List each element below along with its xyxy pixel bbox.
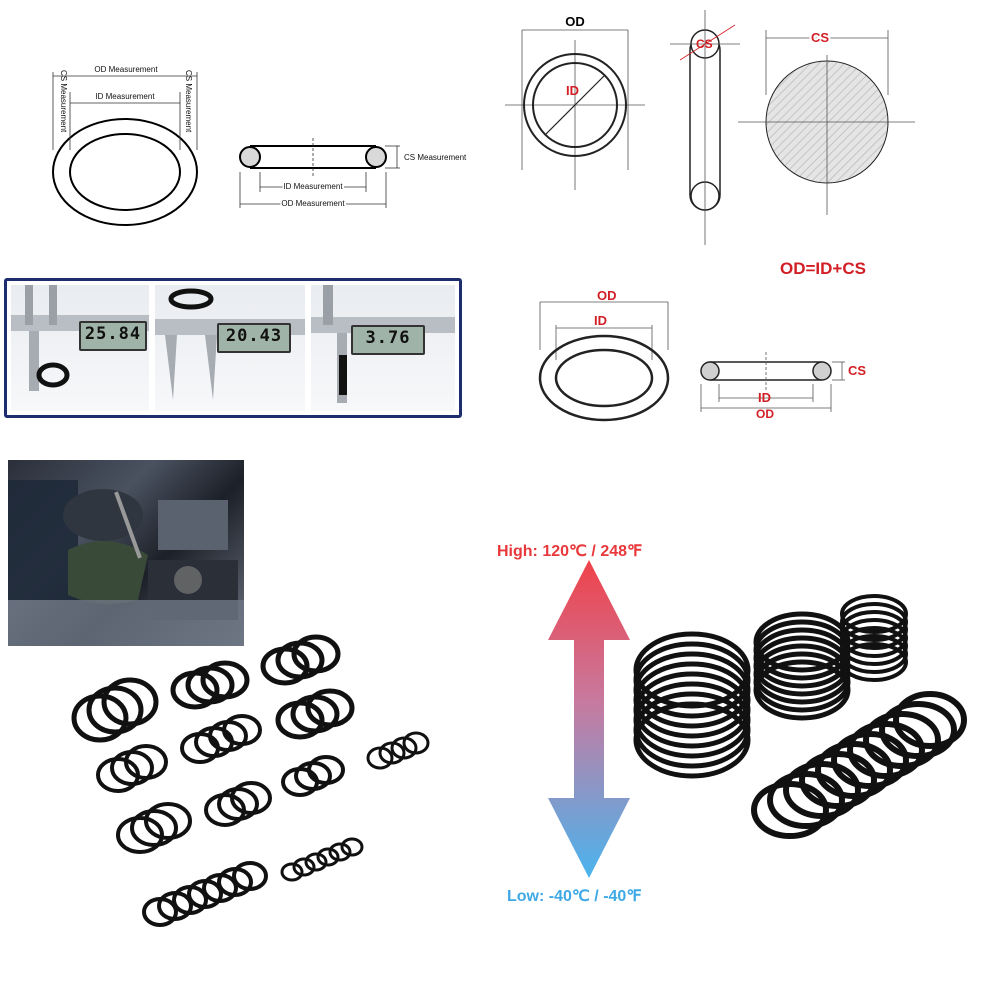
- caliper-display-3: 3.76: [351, 325, 425, 355]
- section-cs-label: CS Measurement: [404, 153, 467, 162]
- cs-measurement-label-left: CS Measurement: [59, 70, 68, 133]
- dimension-diagram-bottom: OD ID CS ID OD: [538, 288, 866, 422]
- od-label: OD: [565, 14, 585, 29]
- temperature-range-arrow: [548, 560, 630, 878]
- high-temperature-label: High: 120℃ / 248℉: [497, 543, 643, 560]
- o-ring-group-5: [180, 714, 262, 764]
- cs-circle-right: [365, 146, 387, 168]
- o-ring-group-7: [366, 731, 430, 770]
- od-formula: OD=ID+CS: [780, 259, 866, 278]
- id-measurement-label: ID Measurement: [95, 92, 155, 101]
- id-label-2: ID: [594, 313, 607, 328]
- o-ring-stacks-right: [633, 594, 967, 839]
- ring-id-circle: [532, 62, 618, 148]
- section-od-label: OD Measurement: [281, 199, 345, 208]
- id-label: ID: [566, 83, 579, 98]
- o-ring-stack-medium: [753, 611, 851, 721]
- o-ring-group-6: [275, 688, 355, 740]
- caliper-photo-panel: 25.84 20.43 3.76: [4, 278, 462, 418]
- caliper-display-2: 20.43: [217, 323, 291, 353]
- o-ring-stack-small: [840, 594, 908, 682]
- screwdriver: [114, 491, 142, 559]
- low-temperature-label: Low: -40℃ / -40℉: [507, 888, 642, 905]
- o-ring-photo-1: [36, 362, 70, 388]
- o-ring-group-1: [71, 677, 159, 743]
- dimension-diagram-right: OD ID CS CS OD=ID+CS: [505, 10, 915, 278]
- caliper-photo-1: 25.84: [11, 285, 149, 411]
- ring-od-circle: [523, 53, 627, 157]
- o-ring-group-10: [281, 755, 345, 797]
- caliper-photo-3: 3.76: [311, 285, 455, 411]
- section-id-label: ID Measurement: [283, 182, 343, 191]
- o-ring-assortment-left: [71, 634, 430, 927]
- o-ring-row-fanned: [751, 691, 967, 839]
- cs-circle-left: [239, 146, 261, 168]
- o-ring-group-11: [280, 837, 364, 882]
- o-ring-photo-3: [339, 355, 347, 395]
- measurement-diagram-left: OD Measurement ID Measurement CS Measure…: [52, 65, 467, 226]
- o-ring-photo-2: [168, 288, 214, 310]
- od-measurement-label: OD Measurement: [94, 65, 158, 74]
- o-ring-group-9: [204, 781, 272, 827]
- side-cs-label: CS: [696, 37, 713, 51]
- o-ring-group-12: [142, 861, 268, 927]
- o-ring-group-2: [170, 660, 250, 710]
- ring-inner: [69, 133, 181, 211]
- double-arrow-icon: [548, 560, 630, 878]
- engine-repair-photo: [8, 460, 244, 646]
- o-ring-stack-large: [633, 631, 751, 779]
- cs-label-2: CS: [848, 363, 866, 378]
- o-ring-group-3: [260, 634, 341, 686]
- o-ring-group-4: [96, 744, 168, 793]
- cs-measurement-label-right: CS Measurement: [184, 70, 193, 133]
- cs-circle-label: CS: [811, 30, 829, 45]
- o-ring-group-8: [116, 802, 192, 854]
- caliper-display-1: 25.84: [79, 321, 147, 351]
- gloved-hand: [68, 541, 148, 604]
- caliper-photo-2: 20.43: [155, 285, 305, 411]
- section-id-label-2: ID: [758, 390, 771, 405]
- section-od-label-2: OD: [756, 407, 774, 421]
- od-label-2: OD: [597, 288, 617, 303]
- ring-outer: [52, 118, 198, 226]
